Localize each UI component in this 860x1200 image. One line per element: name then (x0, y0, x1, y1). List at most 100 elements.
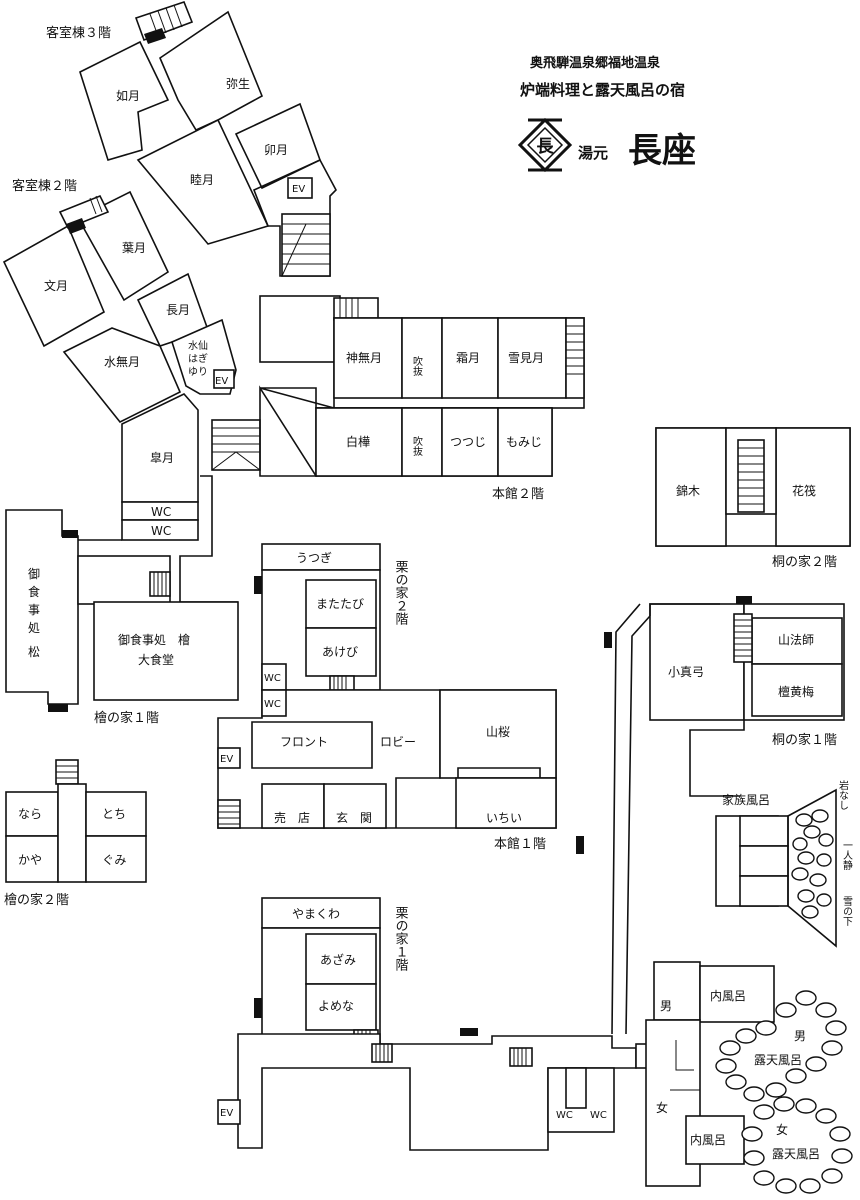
stair-lower-b-treads (513, 1048, 527, 1066)
door-corridor-1 (604, 632, 612, 648)
stair-honkan-1f-treads (218, 805, 240, 825)
stair-3f-main (281, 213, 331, 277)
kazoku-buro-iwanashi (739, 815, 789, 847)
section-label-honkan-2f: 本館２階 (492, 487, 544, 502)
door-lower (460, 1028, 478, 1036)
stair-3f-top (134, 1, 194, 42)
wc-lower (121, 519, 199, 541)
stair-honkan-2f-top-treads (339, 298, 359, 318)
stair-lower-a (371, 1043, 393, 1063)
label-women-rotenburo: 露天風呂 (772, 1147, 820, 1161)
header-inn-name: 長座 (628, 131, 696, 171)
honkan-2f-upper-hall (259, 295, 341, 363)
section-label-kyakushitsu-3f: 客室棟３階 (46, 25, 111, 41)
stair-lower-b (509, 1047, 533, 1067)
label-hagi: はぎ (188, 352, 208, 365)
stair-kiri-2f (737, 439, 765, 513)
door-matsu-bottom (48, 704, 68, 712)
section-label-kuri-2f: 栗の家２階 (393, 560, 409, 625)
label-yayoi: 弥生 (226, 76, 250, 91)
section-label-kiri-1f: 桐の家１階 (772, 732, 837, 748)
label-shirakaba: 白樺 (346, 434, 370, 449)
building-honkan-1f: WC WC EV フロント ロビー 山桜 売 店 玄 関 いちい (217, 663, 557, 829)
room-kisaragi (79, 40, 170, 161)
room-yamakuwa (261, 897, 381, 929)
kiri-1f-block (649, 603, 745, 721)
ev-2f-label: EV (215, 376, 228, 387)
kazoku-buro-rocks (791, 809, 834, 919)
room-yukimizuki (497, 317, 567, 399)
room-kannazuki (333, 317, 403, 399)
label-men-uchiburo: 内風呂 (710, 989, 746, 1003)
label-gumi: ぐみ (102, 853, 126, 867)
label-hinoki-dining-2: 大食堂 (138, 652, 174, 667)
fukinuke-lower (401, 407, 443, 477)
label-yamazakura: 山桜 (486, 725, 510, 739)
room-gumi (85, 835, 147, 883)
door-kuri-1f (254, 998, 262, 1018)
label-women-uchiburo: 内風呂 (690, 1133, 726, 1147)
building-lower-wing: EV WC WC (217, 1028, 655, 1151)
building-hinoki-2f: なら かや とち ぐみ (5, 759, 147, 883)
label-wc-lower-2: WC (590, 1110, 607, 1121)
room-minazuki (62, 327, 182, 424)
building-kiri-1f: 小真弓 山法師 檀黄梅 (649, 596, 845, 721)
label-men-entry: 男 (660, 999, 672, 1013)
bath-women-indoor (685, 1115, 745, 1165)
ev-3f-label: EV (292, 184, 305, 195)
label-shimotsuki: 霜月 (456, 351, 480, 365)
building-main-bath: 男 内風呂 女 内風呂 男 露天風呂 女 露天風呂 (645, 961, 853, 1194)
stair-2f-treads (89, 195, 103, 215)
wc-honkan-a (261, 663, 287, 691)
door-corridor-2 (576, 836, 584, 854)
room-fuzuki (2, 224, 106, 348)
room-azami (305, 933, 377, 985)
label-fuzuki: 文月 (44, 278, 68, 293)
inn-header: 奥飛騨温泉郷福地温泉 炉端料理と露天風呂の宿 長 湯元 長座 (517, 55, 696, 173)
building-kyakushitsu-3f: EV 如月 弥生 卯月 睦月 (79, 1, 337, 277)
stair-kiri-1f-treads (734, 619, 752, 657)
room-akebi (305, 627, 377, 677)
label-ev-honkan-1f: EV (220, 754, 233, 765)
label-nagatsuki: 長月 (166, 303, 190, 317)
wall-yamazakura (457, 767, 541, 778)
room-satsuki (121, 393, 199, 503)
label-komayumi: 小真弓 (668, 665, 704, 679)
stair-kuri-2f-treads (333, 676, 347, 690)
room-ichii (455, 777, 557, 829)
label-nishikigi: 錦木 (676, 483, 700, 498)
room-utsugi (261, 543, 381, 571)
section-label-kyakushitsu-2f: 客室棟２階 (12, 178, 77, 194)
ev-lower (217, 1099, 241, 1125)
label-hinoki-dining-1: 御食事処 檜 (118, 632, 190, 647)
label-suisen: 水仙 (188, 339, 208, 352)
section-label-honkan-1f: 本館１階 (494, 837, 546, 852)
stair-honkan-2f-right-treads (566, 325, 584, 375)
label-momiji: もみじ (506, 435, 542, 449)
kazoku-buro-yukinoshita (739, 875, 789, 907)
stair-honkan-2f-left-treads (211, 427, 261, 471)
building-honkan-2f: 神無月 吹抜 霜月 雪見月 白樺 吹抜 つつじ もみじ (211, 295, 585, 477)
label-hitorishizuka: 一人静 (841, 840, 853, 870)
corridor-kiri-west (611, 603, 641, 1035)
door-kiri-1f (736, 596, 752, 604)
room-baiten (261, 783, 325, 829)
corridor-kiri-to-bath (689, 720, 745, 797)
building-hinoki-1f: 御食事処 檜 大食堂 (77, 555, 239, 701)
label-yomena: よめな (318, 999, 354, 1013)
label-nara: なら (18, 807, 42, 821)
label-hazuki: 葉月 (122, 241, 146, 255)
label-women-entry: 女 (656, 1100, 668, 1115)
section-label-kuri-1f: 栗の家１階 (393, 906, 409, 971)
label-wc-honkan-b: WC (264, 699, 281, 710)
building-kiri-2f: 錦木 花筏 (655, 427, 851, 547)
room-kaya (5, 835, 59, 883)
bath-men-entry (653, 961, 701, 1021)
label-matsu-4: 処 (28, 621, 40, 635)
label-iwanashi: 岩なし (837, 779, 849, 810)
kiri-1f-corner (649, 603, 720, 616)
label-kisaragi: 如月 (116, 88, 140, 103)
room-yomena (305, 983, 377, 1031)
header-tagline: 炉端料理と露天風呂の宿 (520, 81, 685, 99)
